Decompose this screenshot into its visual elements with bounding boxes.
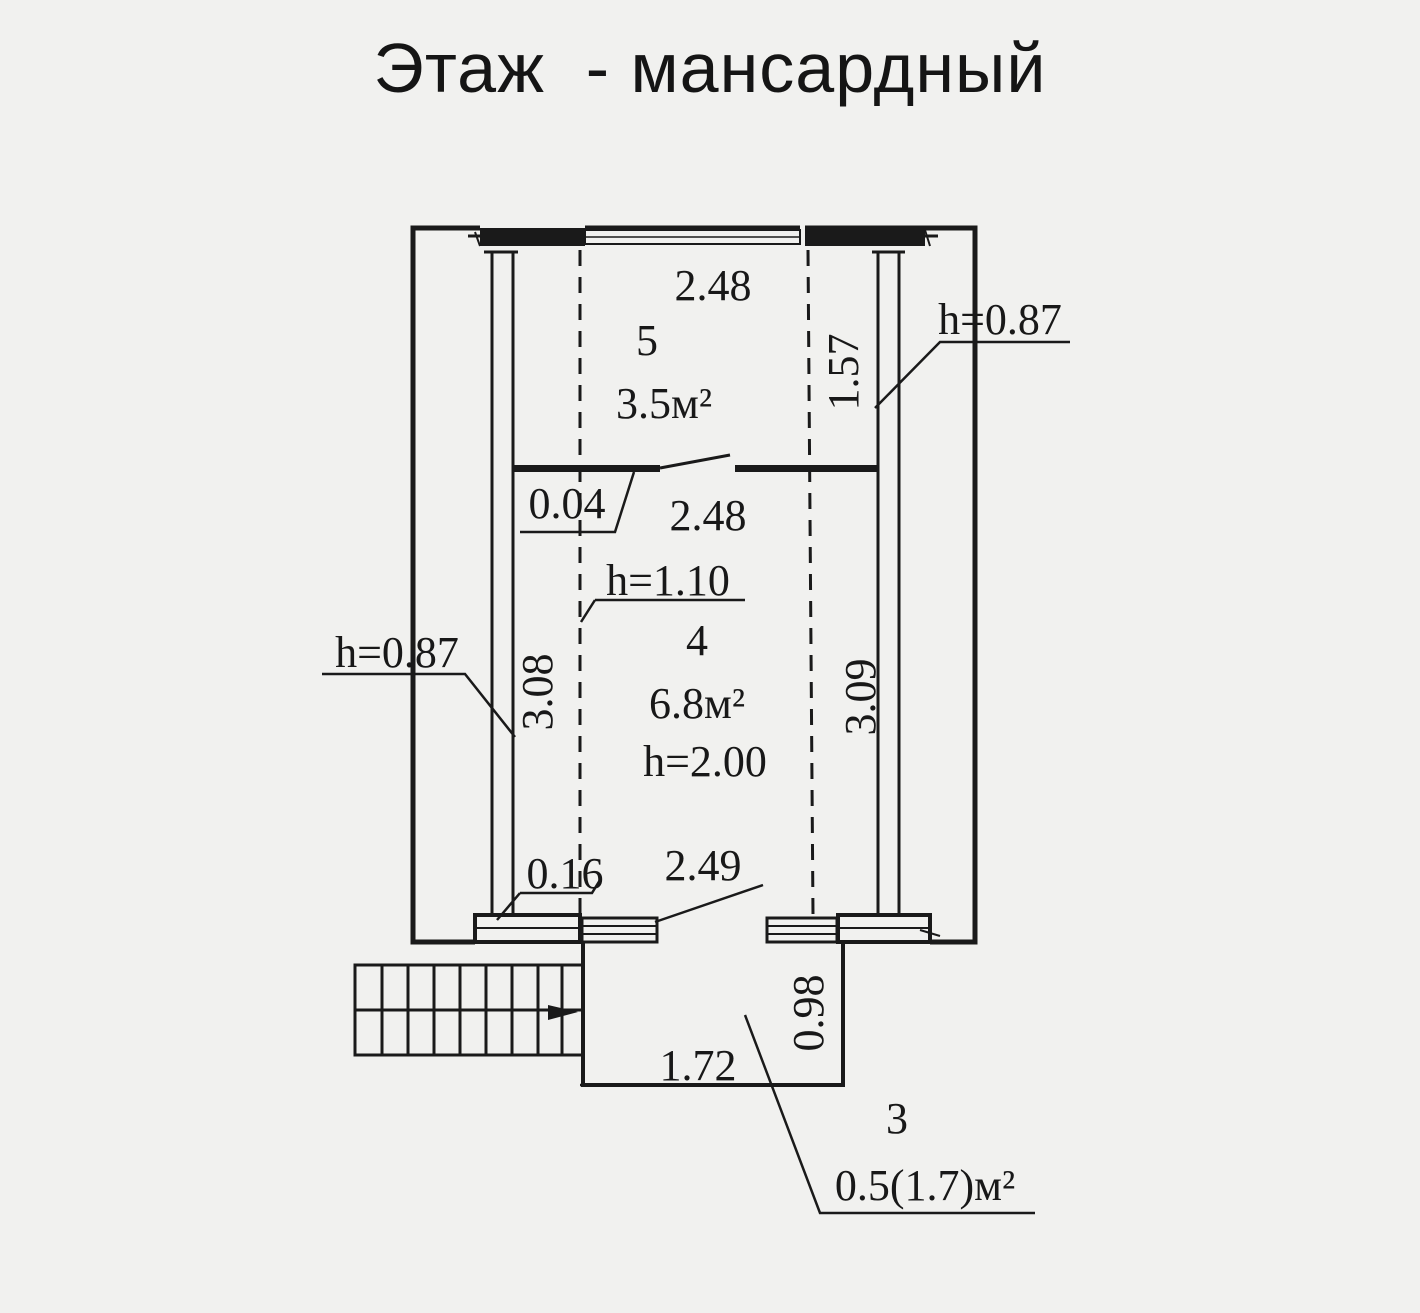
plan-title: Этаж - мансардный (373, 29, 1047, 107)
dim-room5-depth: 1.57 (819, 334, 868, 411)
top-window (468, 228, 938, 247)
partition-wall (513, 453, 878, 472)
room-5-number: 5 (636, 316, 658, 365)
stair-arrow-icon (548, 1005, 578, 1020)
dim-room3-width: 1.72 (660, 1041, 737, 1090)
room-4-number: 4 (686, 616, 708, 665)
room-3-area: 0.5(1.7)м² (835, 1161, 1015, 1210)
room-3-number: 3 (886, 1094, 908, 1143)
room-4-height: h=2.00 (643, 737, 767, 786)
dim-partition: 0.04 (529, 479, 606, 528)
dim-wall: 0.16 (527, 849, 604, 898)
dim-side-height-left: h=0.87 (335, 628, 459, 677)
staircase (353, 963, 585, 1057)
dim-room4-right: 3.09 (836, 659, 885, 736)
dim-room5-width: 2.48 (675, 261, 752, 310)
dim-room4-width-bottom: 2.49 (665, 841, 742, 890)
room-4-area: 6.8м² (649, 679, 745, 728)
dim-room4-width-top: 2.48 (670, 491, 747, 540)
knee-wall-left (484, 250, 518, 915)
knee-wall-right (872, 250, 905, 915)
dim-room3-depth: 0.98 (784, 975, 833, 1052)
dim-side-height-right: h=0.87 (938, 295, 1062, 344)
room-5-area: 3.5м² (616, 379, 712, 428)
dim-room4-left: 3.08 (513, 654, 562, 731)
height-zone-line-right (806, 249, 815, 916)
bottom-wall (473, 913, 941, 944)
leader-lines (322, 340, 1070, 1215)
room-4-height-zone: h=1.10 (606, 556, 730, 605)
